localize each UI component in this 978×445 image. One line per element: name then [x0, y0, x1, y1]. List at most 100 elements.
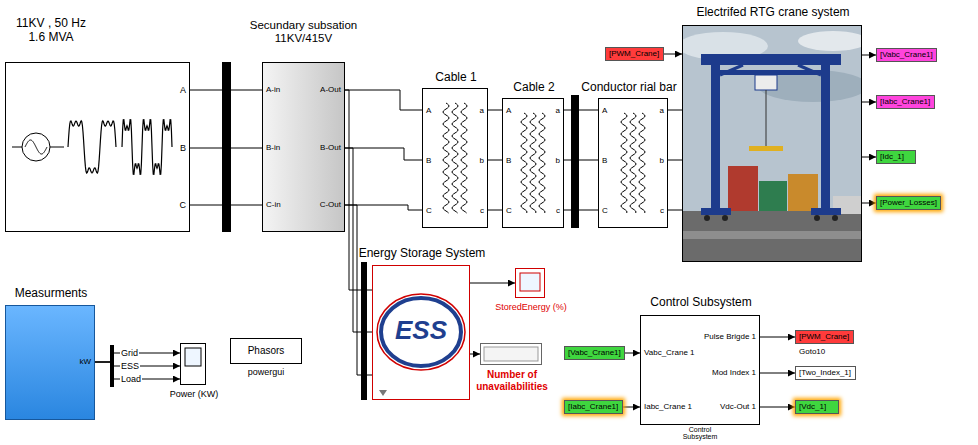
block-label: powergui [231, 367, 301, 378]
power-line [345, 148, 422, 160]
scope-screen [185, 348, 201, 366]
bus-bar [571, 95, 579, 228]
wheel [704, 215, 710, 221]
tag-name: [Two_Index_1] [799, 368, 851, 378]
crane-block: Electrifed RTG crane system [682, 25, 862, 262]
crane-leg [711, 62, 720, 212]
block-text: Phasors [231, 345, 301, 357]
tag-name: [Power_Losses] [880, 198, 937, 208]
port-label: C [180, 200, 187, 211]
goto-tag: [Vabc_Crane1] [876, 48, 937, 62]
signal-line [625, 353, 640, 354]
goto-tag: [PWM_Crane]Goto10 [795, 330, 854, 344]
bus-bar [222, 62, 231, 232]
cable-wave [621, 113, 627, 213]
port-label: B [506, 156, 511, 166]
crane-photo [683, 26, 861, 261]
block-heading: 11KV , 50 Hz 1.6 MVA [11, 17, 91, 45]
bus-bar [361, 262, 367, 400]
block-heading: Electrifed RTG crane system [673, 5, 873, 19]
three-phase-source: 11KV , 50 Hz 1.6 MVAABC [5, 62, 190, 232]
signal-line [760, 407, 795, 408]
cable-wave [630, 113, 636, 213]
port-label: C [602, 206, 608, 216]
port-label: Vdc-Out 1 [720, 402, 756, 412]
harmonic-wave [122, 120, 172, 175]
port-label: B [426, 156, 431, 166]
tag-name: [Iabc_Crane1] [568, 402, 618, 412]
block-label: Goto10 [799, 347, 825, 357]
block-heading: Measurments [1, 286, 101, 300]
sky [683, 26, 861, 261]
goto-tag: [PWM_Crane] [605, 47, 664, 61]
port-label: b [660, 156, 664, 166]
powergui-block: Phasorspowergui [230, 338, 302, 364]
harmonic-wave [68, 121, 116, 173]
logo-text: ESS [373, 316, 469, 345]
tag-name: [PWM_Crane] [799, 332, 849, 342]
port-label: Mod Index 1 [712, 368, 756, 378]
signal-line [760, 373, 795, 374]
signal-line [862, 102, 876, 103]
cable-wave [443, 103, 449, 213]
block-heading: Control Subsystem [626, 295, 776, 309]
road [683, 231, 861, 239]
block-heading: Cable 1 [411, 70, 501, 84]
block-heading: Secundary subsation 11KV/415V [242, 19, 365, 45]
display-screen [484, 347, 538, 361]
block-label: Control Subsystem [680, 426, 720, 441]
tag-name: [Idc_1] [880, 152, 904, 162]
power-line [488, 210, 502, 211]
ground [683, 211, 861, 261]
block-label: Power (KW) [161, 389, 227, 400]
source-symbol [6, 63, 189, 231]
cable-block: Cable 2ABCabc [502, 98, 564, 228]
cable-block: Cable 1ABCabc [422, 88, 488, 228]
signal-label: Load [120, 373, 142, 385]
crane-brace [720, 65, 743, 75]
tag-name: [PWM_Crane] [609, 49, 659, 59]
port-label: c [660, 206, 664, 216]
port-label: kW [79, 357, 91, 367]
power-line [564, 110, 598, 111]
crane-beam [701, 54, 841, 65]
port-label: c [556, 206, 560, 216]
port-label: B-Out [320, 143, 341, 153]
port-label: A [426, 106, 431, 116]
container-stack [759, 181, 787, 211]
subsystem-block: Control SubsystemVabc_Crane 1Iabc_Crane … [640, 315, 760, 425]
source-lead [12, 147, 22, 148]
port-label: A [602, 106, 607, 116]
bus-selector-bar [110, 345, 114, 387]
port-label: A-Out [320, 85, 341, 95]
signal-label: ESS [120, 360, 140, 372]
port-label: c [480, 206, 484, 216]
scope-block: StoredEnergy (%) [515, 268, 545, 298]
signal-line [664, 54, 682, 55]
power-line [488, 110, 502, 111]
rail-block: Conductor rial barABCabc [598, 98, 668, 228]
scope-block: Power (KW) [180, 343, 206, 385]
block-label: Number of unavailabilities [467, 369, 557, 392]
tag-name: [Vdc_1] [799, 402, 826, 412]
port-label: A [180, 85, 186, 96]
cable-wave [639, 113, 645, 213]
cable-symbol [423, 89, 487, 227]
port-label: Vabc_Crane 1 [644, 348, 695, 358]
block-heading: Energy Storage System [353, 246, 491, 260]
signal-line [760, 337, 795, 338]
goto-tag: [Vdc_1] [795, 400, 839, 414]
crane-sill [701, 208, 731, 215]
scope-symbol [181, 344, 205, 384]
goto-tag: [Power_Losses] [876, 196, 941, 210]
cable-symbol [599, 99, 667, 227]
cloud [798, 31, 861, 51]
port-label: C-in [266, 200, 281, 210]
goto-tag: [Idc_1] [876, 150, 916, 164]
container-stack [728, 166, 758, 211]
hoist-rope [766, 90, 767, 146]
port-label: C [506, 206, 512, 216]
wheel [832, 215, 838, 221]
wheel [814, 215, 820, 221]
tag-name: [Iabc_Crane1] [880, 97, 930, 107]
